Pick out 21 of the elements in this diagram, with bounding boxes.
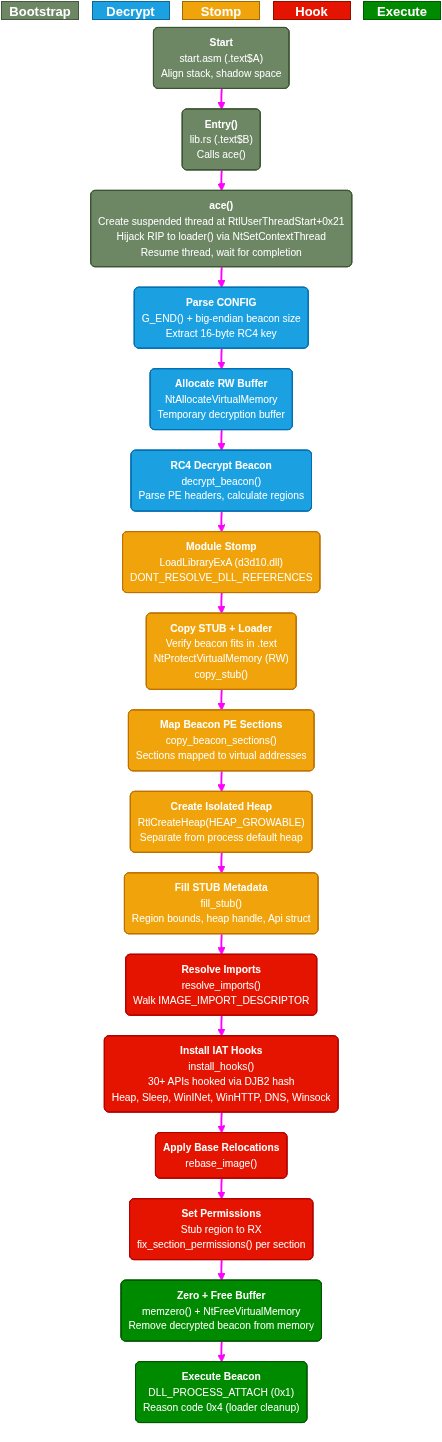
arrow	[217, 592, 226, 614]
arrow	[217, 1177, 226, 1200]
arrow	[217, 510, 226, 533]
legend-item: Hook	[272, 1, 351, 20]
arrow	[217, 1340, 226, 1363]
legend-item: Stomp	[182, 1, 260, 20]
arrow	[217, 1111, 226, 1134]
arrow	[217, 429, 226, 451]
arrow	[217, 1014, 226, 1037]
arrow	[217, 87, 226, 110]
arrow	[217, 851, 226, 874]
legend-item: Decrypt	[91, 1, 170, 20]
legend-item: Execute	[363, 1, 441, 20]
arrow	[217, 266, 226, 289]
arrow	[217, 933, 226, 956]
arrow	[217, 770, 226, 793]
arrow	[217, 1259, 226, 1281]
arrow	[217, 688, 226, 711]
arrow	[217, 347, 226, 370]
arrow	[217, 169, 226, 192]
legend-item: Bootstrap	[1, 1, 79, 20]
